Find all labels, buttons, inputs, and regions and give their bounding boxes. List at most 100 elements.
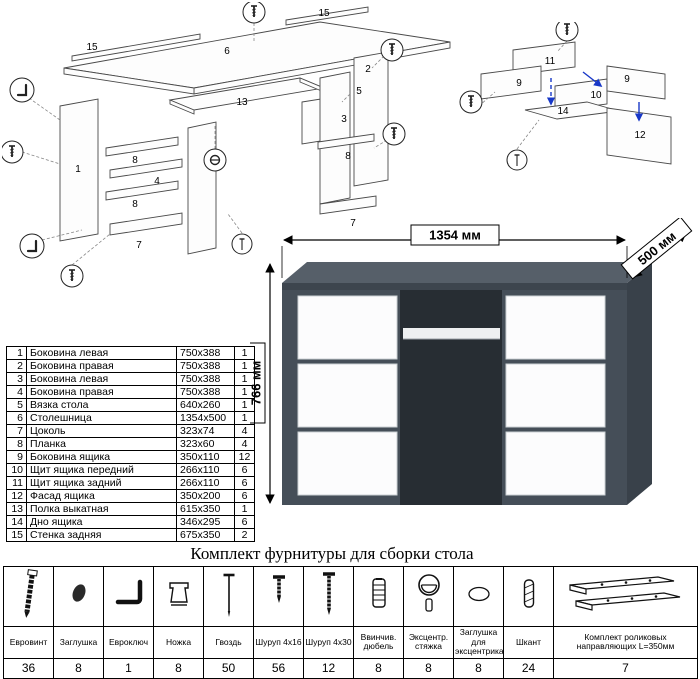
part-name: Щит ящика передний <box>26 463 177 477</box>
cam-lock-icon <box>417 574 440 612</box>
drawer-facade-panel <box>606 107 672 165</box>
right-inner-panel <box>319 71 351 205</box>
right-side-panel <box>353 51 389 187</box>
hardware-name: Шуруп 4x16 <box>253 626 304 659</box>
parts-table-row: 11 Щит ящика задний 266x110 6 <box>6 476 255 490</box>
part-number: 10 <box>6 463 27 477</box>
drawer-front <box>505 295 606 360</box>
part-qty: 6 <box>234 515 255 529</box>
part-number: 5 <box>6 398 27 412</box>
part-label: 15 <box>318 8 330 19</box>
part-name: Боковина левая <box>26 346 177 360</box>
hardware-qty: 56 <box>253 657 304 679</box>
part-size: 350x110 <box>176 450 235 464</box>
part-qty: 6 <box>234 489 255 503</box>
part-size: 750x388 <box>176 359 235 373</box>
drawer-front <box>297 295 398 360</box>
part-number: 11 <box>6 476 27 490</box>
part-name: Боковина левая <box>26 372 177 386</box>
part-size: 323x60 <box>176 437 235 451</box>
part-name: Фасад ящика <box>26 489 177 503</box>
part-label: 12 <box>634 130 646 141</box>
hardware-kit-title: Комплект фурнитуры для сборки стола <box>190 544 474 563</box>
part-name: Цоколь <box>26 424 177 438</box>
left-inner-panel <box>187 121 217 255</box>
part-size: 266x110 <box>176 463 235 477</box>
keyboard-shelf-edge <box>169 99 195 115</box>
part-number: 14 <box>6 515 27 529</box>
part-label: 2 <box>365 64 371 75</box>
hardware-table: Евровинт Заглушка Евроключ Ножка Гвоздь … <box>3 566 698 679</box>
part-number-labels: 15 6 15 1 8 4 8 7 13 2 5 3 8 7 <box>75 8 371 251</box>
hardware-name: Ввинчив. дюбель <box>353 626 404 659</box>
leader-lines <box>21 23 388 266</box>
hardware-name: Шуруп 4x30 <box>303 626 354 659</box>
foot-icon <box>168 582 189 606</box>
leader-lines <box>478 40 568 150</box>
desktop-front-edge <box>282 283 627 290</box>
parts-table-row: 14 Дно ящика 346x295 6 <box>6 515 255 529</box>
drawer-side-panel <box>480 65 542 100</box>
cam-callout-icon <box>203 148 227 172</box>
part-size: 266x110 <box>176 476 235 490</box>
part-label: 13 <box>236 97 248 108</box>
part-label: 10 <box>590 90 602 101</box>
plank-slat <box>109 158 183 179</box>
part-name: Боковина правая <box>26 385 177 399</box>
plank-slat <box>105 180 179 201</box>
desktop-left-edge <box>63 67 195 95</box>
hardware-name: Эксцентр. стяжка <box>403 626 454 659</box>
part-name: Вязка стола <box>26 398 177 412</box>
part-size: 323x74 <box>176 424 235 438</box>
part-number: 1 <box>6 346 27 360</box>
parts-table: 1 Боковина левая 750x388 1 2 Боковина пр… <box>6 346 255 542</box>
hardware-qty: 8 <box>453 657 504 679</box>
part-name: Боковина правая <box>26 359 177 373</box>
hardware-qty-row: 36 8 1 8 50 56 12 8 8 8 24 7 <box>3 657 698 679</box>
hardware-name: Гвоздь <box>203 626 254 659</box>
part-label: 8 <box>132 155 138 166</box>
back-panel-15-left <box>71 33 201 62</box>
parts-table-row: 12 Фасад ящика 350x200 6 <box>6 489 255 503</box>
part-label: 3 <box>341 114 347 125</box>
hardware-qty: 7 <box>553 657 698 679</box>
screw-callout-icon <box>459 90 483 114</box>
part-size: 675x350 <box>176 528 235 542</box>
hex-key-icon <box>115 579 142 605</box>
part-size: 346x295 <box>176 515 235 529</box>
part-number: 12 <box>6 489 27 503</box>
screw-short-icon <box>272 575 285 603</box>
part-label: 4 <box>154 176 160 187</box>
part-size: 640x260 <box>176 398 235 412</box>
part-qty: 1 <box>234 502 255 516</box>
part-label: 15 <box>86 42 98 53</box>
part-qty: 6 <box>234 463 255 477</box>
nail-callout-icon <box>231 233 253 255</box>
part-qty: 1 <box>234 372 255 386</box>
screw-callout-icon <box>380 38 404 62</box>
part-label: 6 <box>224 46 230 57</box>
part-name: Столешница <box>26 411 177 425</box>
parts-table-row: 5 Вязка стола 640x260 1 <box>6 398 255 412</box>
parts-table-body: 1 Боковина левая 750x388 1 2 Боковина пр… <box>6 346 255 542</box>
plinth-slat <box>109 212 183 236</box>
hardware-qty: 36 <box>3 657 54 679</box>
part-qty: 4 <box>234 437 255 451</box>
parts-table-row: 10 Щит ящика передний 266x110 6 <box>6 463 255 477</box>
part-label: 7 <box>350 218 356 229</box>
assembly-arrow <box>582 71 603 88</box>
depth-dimension: 500 мм <box>620 218 693 280</box>
parts-table-row: 7 Цоколь 323x74 4 <box>6 424 255 438</box>
part-number: 6 <box>6 411 27 425</box>
drawer-front <box>505 431 606 496</box>
part-number: 15 <box>6 528 27 542</box>
part-label: 9 <box>624 74 630 85</box>
hardware-qty: 12 <box>303 657 354 679</box>
euro-screw-icon <box>23 569 38 618</box>
hardware-name: Комплект роликовых направляющих L=350мм <box>553 626 698 659</box>
hardware-name: Ножка <box>153 626 204 659</box>
parts-table-row: 2 Боковина правая 750x388 1 <box>6 359 255 373</box>
parts-table-row: 15 Стенка задняя 675x350 2 <box>6 528 255 542</box>
part-number: 9 <box>6 450 27 464</box>
screw-callout-icon <box>2 140 24 164</box>
